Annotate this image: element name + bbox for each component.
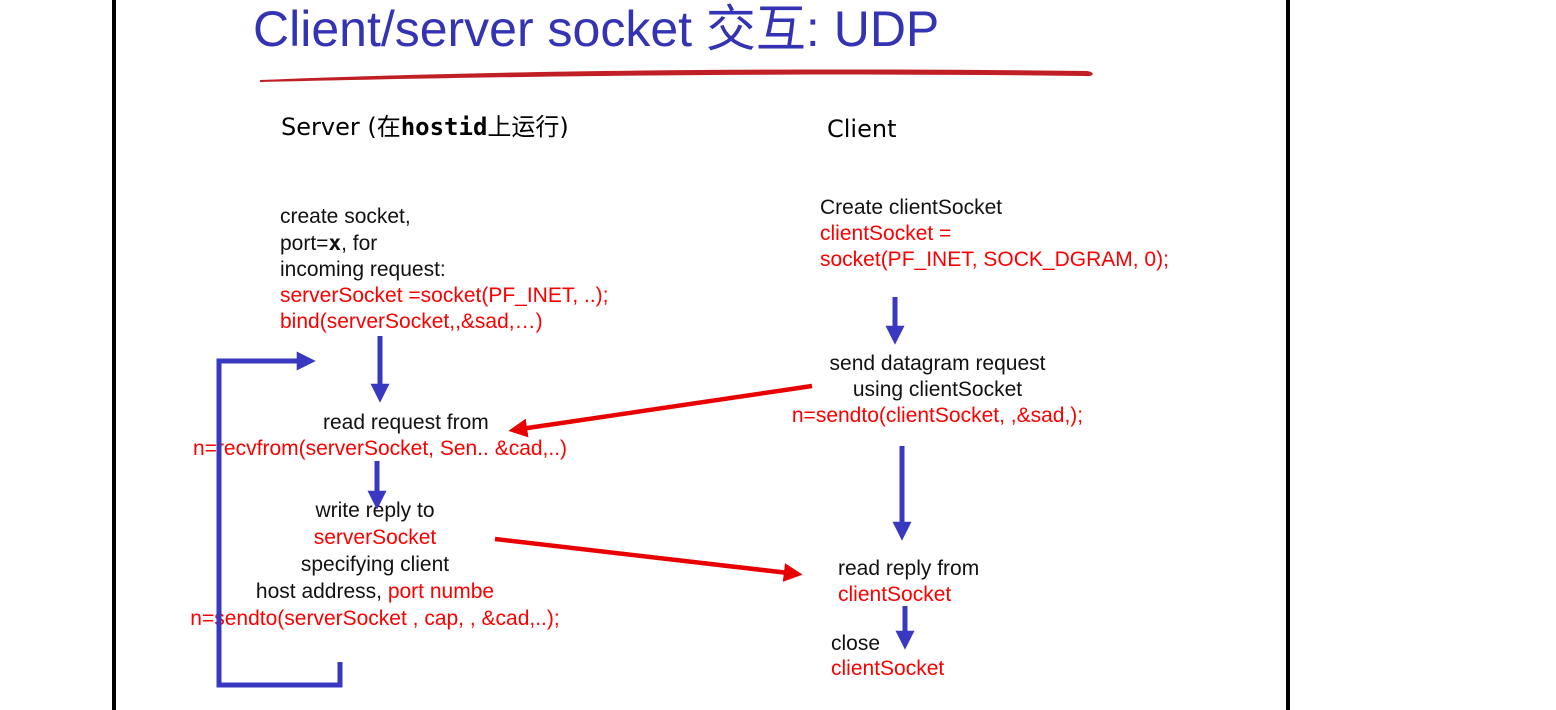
server-port-number-red: port numbe	[387, 580, 495, 603]
server-create-line: create socket,	[280, 205, 411, 228]
server-port-prefix: port=	[280, 232, 329, 255]
server-port-x: x	[328, 231, 342, 255]
server-create-socket-block: create socket, port=x, for incoming requ…	[280, 204, 609, 335]
slide-title: Client/server socket 交互: UDP	[253, 1, 940, 57]
server-read-request-line: read request from	[323, 411, 489, 434]
client-read-reply-block: read reply from clientSocket	[838, 556, 979, 608]
client-socket-ref-2: clientSocket	[831, 657, 945, 680]
client-sendto-code: n=sendto(clientSocket, ,&sad,);	[791, 404, 1084, 427]
server-socket-ref: serverSocket	[313, 526, 437, 549]
slide-right-border	[1286, 0, 1290, 710]
server-host-address-black: host address,	[255, 580, 388, 603]
server-recvfrom-code: n=recvfrom(serverSocket, Sen.. &cad,..)	[193, 437, 568, 460]
client-create-line: Create clientSocket	[820, 196, 1003, 219]
title-underline-swoosh	[260, 69, 1093, 82]
server-bind-code: bind(serverSocket,,&sad,…)	[280, 310, 543, 333]
server-header-prefix: Server (在	[281, 113, 401, 141]
server-specifying-line: specifying client	[300, 553, 450, 576]
server-sendto-code: n=sendto(serverSocket , cap, , &cad,..);	[190, 607, 560, 630]
server-host-address-line: host address, port numbe	[165, 578, 585, 605]
client-send-line: send datagram request	[829, 352, 1046, 375]
server-port-line: port=x, for	[280, 230, 609, 257]
client-using-line: using clientSocket	[852, 378, 1023, 401]
slide-left-border	[112, 0, 116, 710]
server-socket-code: serverSocket =socket(PF_INET, ..);	[280, 284, 609, 307]
server-write-reply-line: write reply to	[315, 499, 435, 522]
client-close-block: close clientSocket	[831, 631, 944, 681]
server-header-suffix: 上运行)	[487, 113, 569, 141]
client-socket-code-2: socket(PF_INET, SOCK_DGRAM, 0);	[820, 248, 1169, 271]
client-socket-code-1: clientSocket =	[820, 222, 952, 245]
server-write-reply-block: write reply to serverSocket specifying c…	[165, 497, 585, 632]
client-send-datagram-block: send datagram request using clientSocket…	[765, 351, 1110, 429]
server-incoming-line: incoming request:	[280, 258, 446, 281]
client-close-line: close	[831, 632, 881, 655]
server-port-suffix: , for	[341, 232, 378, 255]
client-create-socket-block: Create clientSocket clientSocket = socke…	[820, 195, 1169, 273]
client-socket-ref-1: clientSocket	[838, 583, 952, 606]
server-header-hostid: hostid	[400, 113, 488, 141]
server-column-header: Server (在hostid上运行)	[281, 112, 569, 142]
client-column-header: Client	[827, 115, 897, 143]
client-read-reply-line: read reply from	[838, 557, 980, 580]
